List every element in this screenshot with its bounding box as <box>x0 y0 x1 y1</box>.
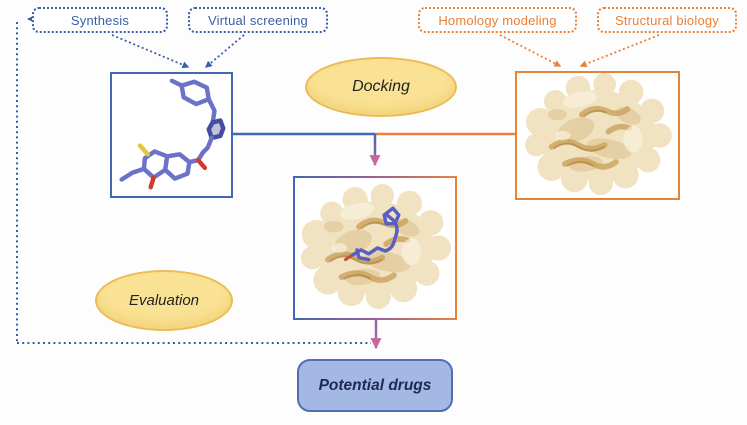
protein-ligand-complex-image <box>295 178 455 318</box>
ligand-molecule-image <box>119 78 226 190</box>
ligand-structure-box <box>110 72 233 198</box>
structural-biology-box: Structural biology <box>597 7 737 33</box>
virtual-screening-label: Virtual screening <box>208 12 308 28</box>
protein-structure-box <box>515 71 680 200</box>
synthesis-box: Synthesis <box>32 7 168 33</box>
complex-structure-box <box>293 176 457 320</box>
virtual-screening-to-ligand-arrow <box>204 34 245 68</box>
docking-ellipse: Docking <box>305 57 457 117</box>
structural-biology-to-protein-arrow <box>579 34 660 68</box>
docked-ligand-sticks <box>343 206 401 262</box>
virtual-screening-box: Virtual screening <box>188 7 328 33</box>
homology-modeling-box: Homology modeling <box>418 7 577 33</box>
protein-surface-image <box>517 73 678 198</box>
homology-modeling-label: Homology modeling <box>438 12 557 28</box>
evaluation-label: Evaluation <box>128 292 200 309</box>
synthesis-to-ligand-arrow <box>111 34 190 69</box>
homology-to-protein-arrow <box>499 34 562 67</box>
potential-drugs-box: Potential drugs <box>297 359 453 412</box>
structural-biology-label: Structural biology <box>614 12 720 28</box>
evaluation-ellipse: Evaluation <box>95 270 233 331</box>
potential-drugs-label: Potential drugs <box>318 376 432 394</box>
docking-label: Docking <box>352 78 410 95</box>
synthesis-label: Synthesis <box>70 12 130 28</box>
